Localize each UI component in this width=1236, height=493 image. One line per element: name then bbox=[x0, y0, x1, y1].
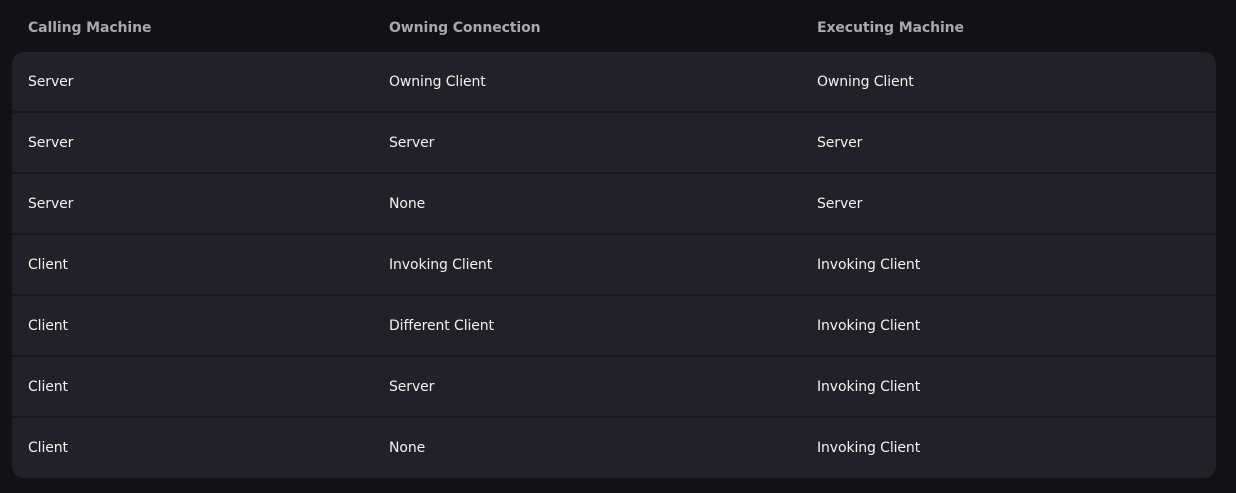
cell-executing-machine: Server bbox=[817, 134, 863, 151]
header-calling-machine: Calling Machine bbox=[28, 20, 152, 36]
cell-executing-machine: Owning Client bbox=[817, 73, 914, 90]
rpc-table: Calling Machine Owning Connection Execut… bbox=[12, 0, 1216, 478]
table-body: Server Owning Client Owning Client Serve… bbox=[12, 52, 1216, 478]
table-row: Client Server Invoking Client bbox=[12, 357, 1216, 418]
cell-owning-connection: None bbox=[389, 440, 426, 456]
cell-executing-machine: Invoking Client bbox=[817, 256, 921, 273]
cell-calling-machine: Client bbox=[28, 256, 68, 273]
table-row: Server Server Server bbox=[12, 113, 1216, 174]
cell-owning-connection: Invoking Client bbox=[389, 256, 493, 273]
cell-executing-machine: Server bbox=[817, 195, 863, 212]
cell-calling-machine: Server bbox=[28, 134, 74, 151]
cell-calling-machine: Client bbox=[28, 317, 68, 334]
cell-executing-machine: Invoking Client bbox=[817, 378, 921, 395]
cell-calling-machine: Client bbox=[28, 440, 68, 456]
cell-calling-machine: Server bbox=[28, 195, 74, 212]
cell-calling-machine: Server bbox=[28, 73, 74, 90]
cell-owning-connection: Different Client bbox=[389, 317, 494, 334]
table-row: Server Owning Client Owning Client bbox=[12, 52, 1216, 113]
cell-owning-connection: Server bbox=[389, 378, 435, 395]
cell-executing-machine: Invoking Client bbox=[817, 317, 921, 334]
table-row: Client None Invoking Client bbox=[12, 418, 1216, 478]
table-row: Client Different Client Invoking Client bbox=[12, 296, 1216, 357]
cell-executing-machine: Invoking Client bbox=[817, 440, 921, 456]
table-header: Calling Machine Owning Connection Execut… bbox=[12, 0, 1216, 54]
table-row: Client Invoking Client Invoking Client bbox=[12, 235, 1216, 296]
header-executing-machine: Executing Machine bbox=[817, 20, 964, 36]
cell-owning-connection: Owning Client bbox=[389, 73, 486, 90]
cell-owning-connection: Server bbox=[389, 134, 435, 151]
cell-calling-machine: Client bbox=[28, 378, 68, 395]
cell-owning-connection: None bbox=[389, 195, 426, 212]
header-owning-connection: Owning Connection bbox=[389, 20, 541, 36]
table-row: Server None Server bbox=[12, 174, 1216, 235]
